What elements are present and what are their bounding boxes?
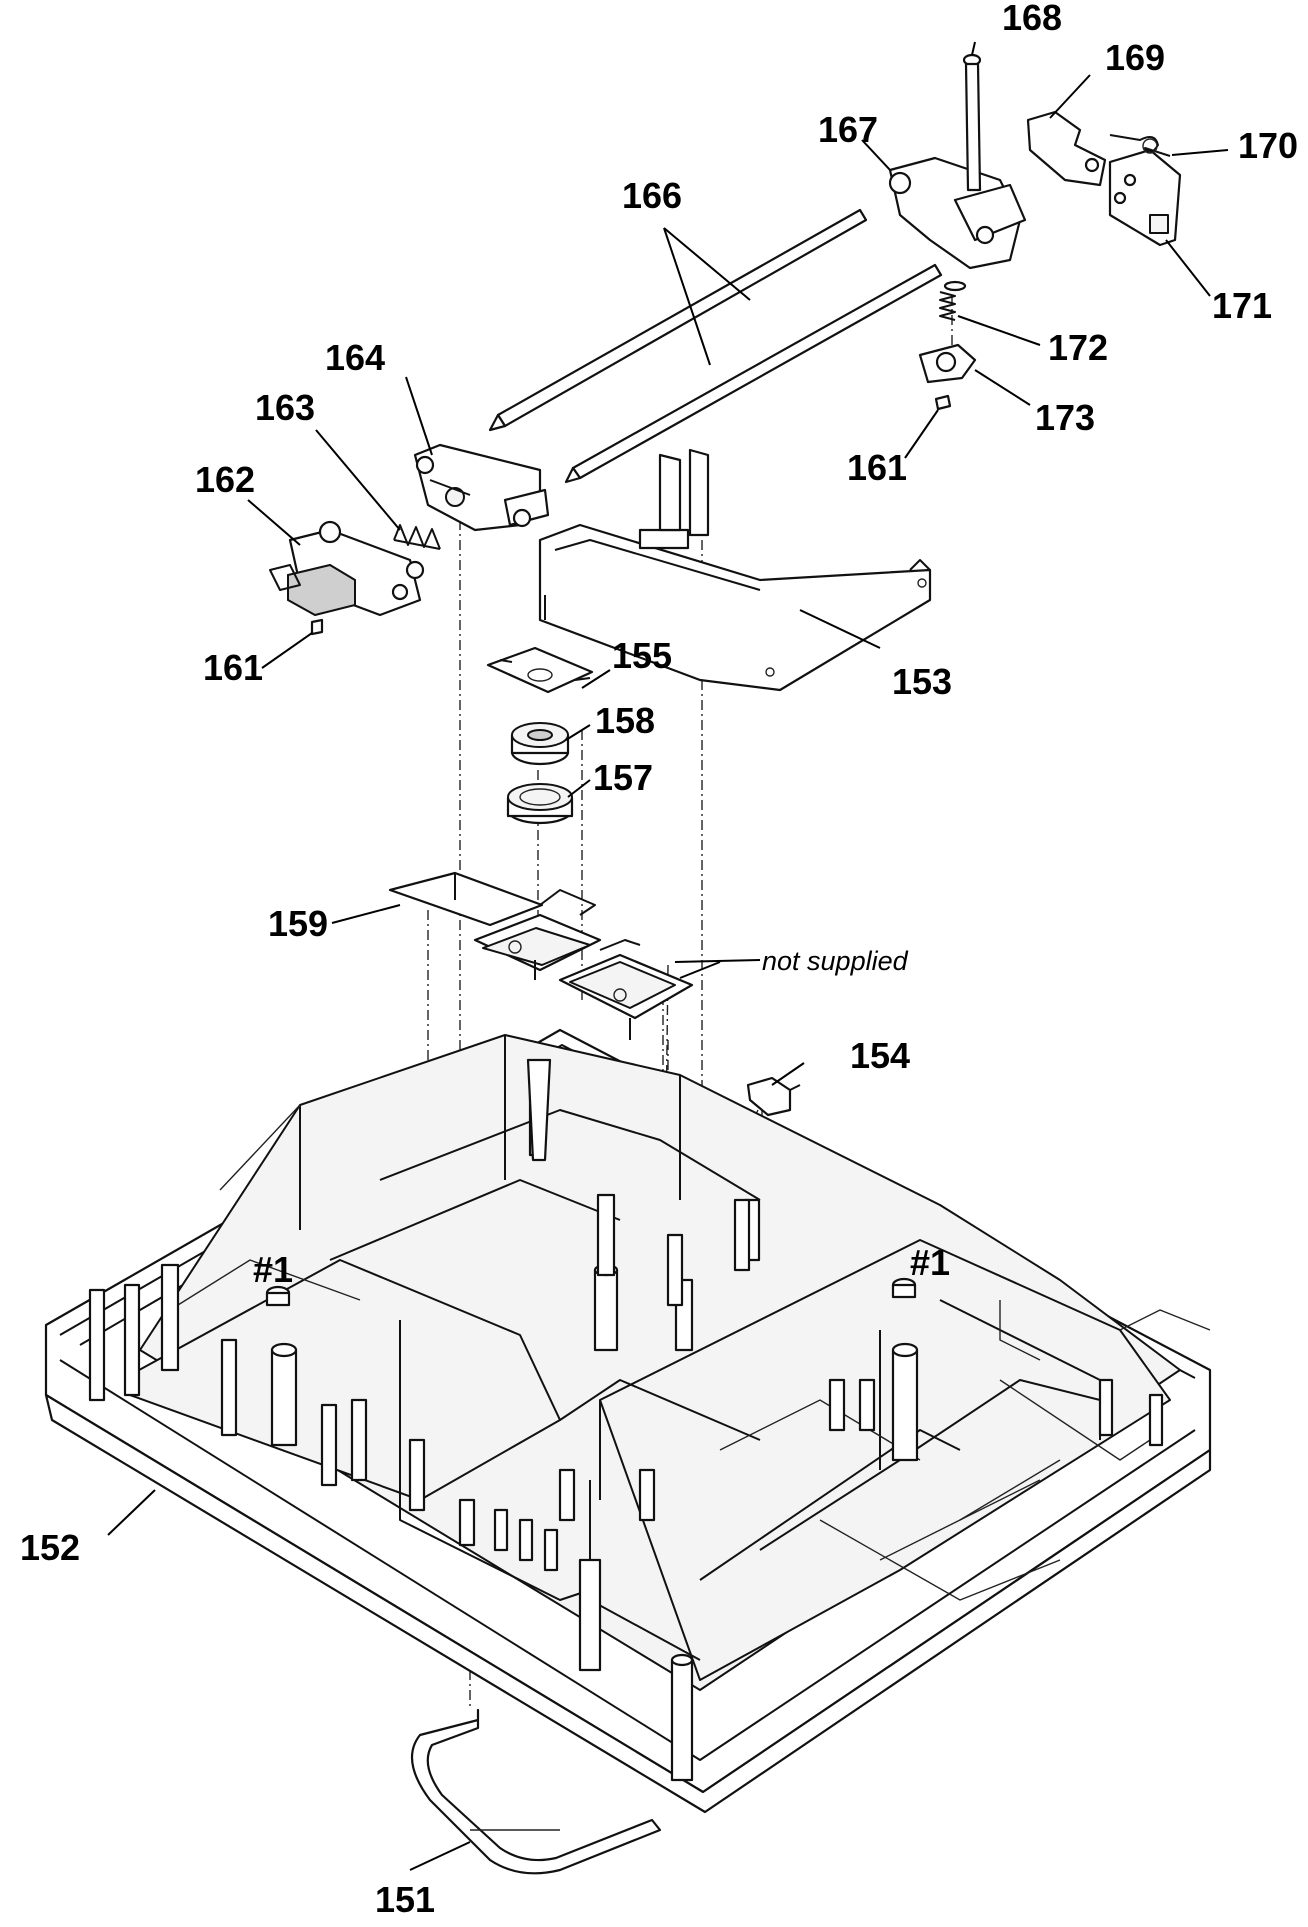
label-not-supplied: not supplied	[762, 946, 909, 976]
connector-block-part	[269, 520, 425, 617]
right-rod-holder-part	[888, 156, 1027, 292]
small-bracket-part	[918, 343, 977, 384]
vertical-spring-part	[939, 291, 956, 321]
spring-part	[393, 524, 441, 550]
label-173: 173	[1035, 397, 1095, 438]
label-170: 170	[1238, 125, 1298, 166]
label-164: 164	[325, 337, 385, 378]
spindle-base-part	[506, 783, 574, 825]
label-162: 162	[195, 459, 255, 500]
label-163: 163	[255, 387, 315, 428]
long-screw-part	[962, 53, 982, 192]
cabinet-posts	[88, 1058, 1164, 1782]
switch-bracket-part	[1026, 110, 1107, 187]
label-154: 154	[850, 1035, 910, 1076]
screw-right-part	[891, 1277, 917, 1299]
label-screw-right: #1	[910, 1242, 950, 1283]
label-screw-left: #1	[253, 1249, 293, 1290]
screw-left-part	[265, 1285, 291, 1307]
label-168: 168	[1002, 0, 1062, 38]
label-167: 167	[818, 109, 878, 150]
shield-plate-part	[538, 448, 932, 692]
spring-wire-part	[1109, 134, 1171, 157]
bottom-cabinet-part	[44, 1028, 1212, 1814]
label-158: 158	[595, 700, 655, 741]
chassis-plate-part	[388, 871, 694, 1040]
leader-lines	[107, 41, 1229, 1871]
guide-rods-part	[488, 208, 943, 484]
label-157: 157	[593, 757, 653, 798]
label-152: 152	[20, 1527, 80, 1568]
motor-board-part	[486, 646, 594, 694]
label-161-left: 161	[203, 647, 263, 688]
label-161-right: 161	[847, 447, 907, 488]
label-166: 166	[622, 175, 682, 216]
nut-left-part	[310, 618, 324, 636]
nut-right-part	[934, 394, 952, 411]
turntable-motor-part	[510, 722, 570, 766]
switch-board-part	[1108, 148, 1182, 247]
part-labels: 151 152 153 154 155 157 158 159 161 161 …	[20, 0, 1298, 1920]
label-159: 159	[268, 903, 328, 944]
label-172: 172	[1048, 327, 1108, 368]
bottom-wire-frame-part	[410, 1708, 662, 1875]
label-155: 155	[612, 635, 672, 676]
label-171: 171	[1212, 285, 1272, 326]
label-151: 151	[375, 1879, 435, 1920]
left-rod-holder-part	[413, 443, 550, 532]
small-clip-part	[746, 1076, 801, 1117]
label-153: 153	[892, 661, 952, 702]
label-169: 169	[1105, 37, 1165, 78]
